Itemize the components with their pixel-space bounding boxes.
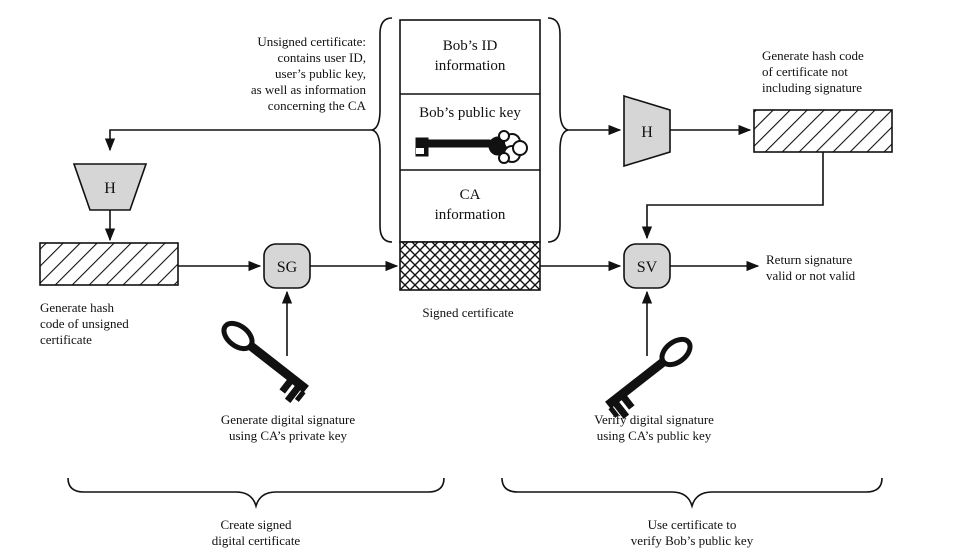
note-line: Generate hash bbox=[40, 300, 114, 315]
hash-code-right bbox=[753, 109, 893, 153]
arrow-to-left-hash bbox=[104, 129, 372, 152]
verify-function: SV bbox=[623, 243, 671, 289]
sign-function: SG bbox=[263, 243, 311, 289]
note-line: user’s public key, bbox=[275, 66, 366, 81]
note-line: as well as information bbox=[251, 82, 367, 97]
section-line: verify Bob’s public key bbox=[631, 533, 754, 548]
note-line: contains user ID, bbox=[278, 50, 366, 65]
hash-right-label: H bbox=[641, 124, 653, 141]
id-info-label-line1: Bob’s ID bbox=[443, 38, 498, 54]
section-line: Create signed bbox=[220, 517, 292, 532]
note-line: code of unsigned bbox=[40, 316, 129, 331]
note-line: of certificate not bbox=[762, 64, 848, 79]
private-key-icon bbox=[221, 320, 309, 403]
left-brace bbox=[371, 17, 393, 243]
hash-function-left: H bbox=[72, 163, 148, 211]
public-key-icon bbox=[605, 336, 693, 419]
hash-function-right: H bbox=[623, 94, 671, 168]
note-line: Unsigned certificate: bbox=[257, 34, 366, 49]
right-brace bbox=[547, 17, 569, 243]
sign-function-label: SG bbox=[277, 259, 298, 276]
right-section-brace bbox=[501, 477, 883, 509]
note-line: using CA’s public key bbox=[597, 428, 712, 443]
note-line: using CA’s private key bbox=[229, 428, 348, 443]
note-line: Return signature bbox=[766, 252, 853, 267]
hash-right-note: Generate hash code of certificate not in… bbox=[762, 48, 864, 95]
public-key-label: Bob’s public key bbox=[419, 105, 521, 121]
key-icon bbox=[415, 130, 528, 164]
left-section-brace bbox=[67, 477, 445, 509]
hash-left-note: Generate hash code of unsigned certifica… bbox=[40, 300, 129, 347]
verify-note: Verify digital signature using CA’s publ… bbox=[594, 412, 714, 443]
note-line: Verify digital signature bbox=[594, 412, 714, 427]
signed-certificate: Bob’s ID information Bob’s public key CA… bbox=[399, 19, 541, 320]
id-info-label-line2: information bbox=[435, 58, 506, 74]
signature-block bbox=[399, 241, 541, 291]
ca-info-label-line1: CA bbox=[460, 187, 481, 203]
note-line: Generate digital signature bbox=[221, 412, 356, 427]
hash-code-left bbox=[39, 242, 179, 286]
ca-info-label-line2: information bbox=[435, 207, 506, 223]
certificate-body bbox=[399, 19, 541, 243]
unsigned-certificate-note: Unsigned certificate: contains user ID, … bbox=[251, 34, 367, 113]
result-note: Return signature valid or not valid bbox=[766, 252, 856, 283]
section-line: Use certificate to bbox=[648, 517, 737, 532]
hash-left-label: H bbox=[104, 180, 116, 197]
note-line: concerning the CA bbox=[268, 98, 367, 113]
note-line: including signature bbox=[762, 80, 862, 95]
note-line: certificate bbox=[40, 332, 92, 347]
section-line: digital certificate bbox=[212, 533, 301, 548]
sign-note: Generate digital signature using CA’s pr… bbox=[221, 412, 356, 443]
right-section-label: Use certificate to verify Bob’s public k… bbox=[631, 517, 754, 548]
arrow-to-sv-from-hash bbox=[641, 152, 824, 240]
note-line: valid or not valid bbox=[766, 268, 856, 283]
note-line: Generate hash code bbox=[762, 48, 864, 63]
signed-certificate-label: Signed certificate bbox=[422, 305, 514, 320]
left-section-label: Create signed digital certificate bbox=[212, 517, 301, 548]
verify-function-label: SV bbox=[637, 259, 658, 276]
